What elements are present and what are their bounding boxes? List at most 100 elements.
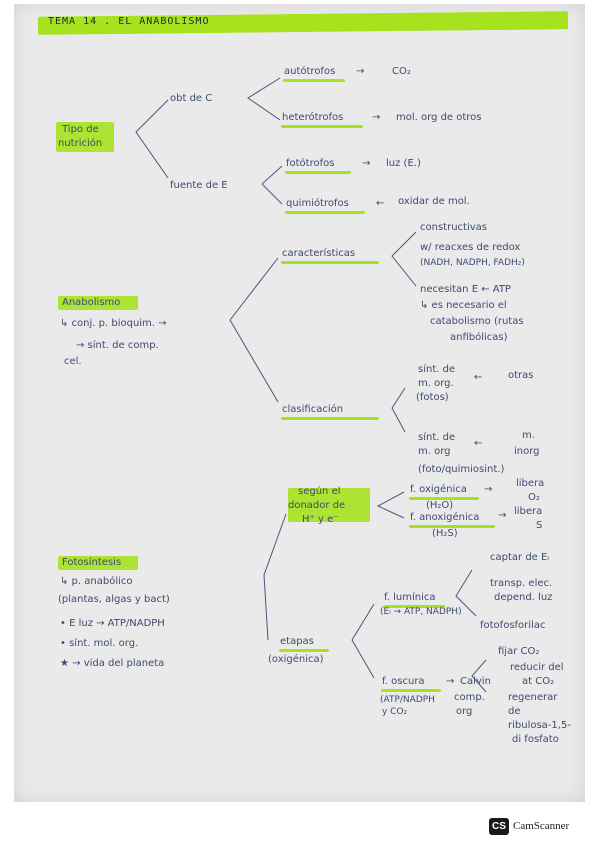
reacciones-1: w/ reacxes de redox [420, 242, 521, 253]
heterotrofos-value: mol. org de otros [396, 112, 482, 123]
fuente-e-label: fuente de E [170, 180, 228, 191]
quimiotrofos-underline [285, 211, 365, 214]
clasificacion-underline [281, 417, 379, 420]
comp-2: org [456, 706, 473, 717]
segun-label-1: según el [298, 486, 341, 497]
anoxigenica-sub: (H₂S) [432, 528, 458, 539]
necesario-1: ↳ es necesario el [420, 300, 507, 311]
oxigenica-sub: (H₂O) [426, 500, 454, 511]
autotrofos-arrow: → [356, 66, 365, 77]
heterotrofos-underline [281, 125, 363, 128]
autotrofos-value: CO₂ [392, 66, 411, 77]
regenerar-3: ribulosa-1,5- [508, 720, 571, 731]
sint1-1: sínt. de [418, 364, 456, 375]
anabolismo-desc-1: ↳ conj. p. bioquim. → [60, 318, 167, 329]
sint2-2: m. org [418, 446, 451, 457]
calvin: Calvin [460, 676, 491, 687]
sint2-value-1: m. [522, 430, 535, 441]
anabolismo-desc-2: → sínt. de comp. [76, 340, 159, 351]
tipo-nutricion-highlight [56, 122, 114, 152]
anoxigenica-value-1: libera [514, 506, 543, 517]
oxigenica-underline [409, 497, 479, 500]
fototrofos-arrow: → [362, 158, 371, 169]
transp-2: depend. luz [494, 592, 553, 603]
oscura-sub-2: y CO₂ [382, 707, 408, 717]
luminica: f. lumínica [384, 592, 436, 603]
caracteristicas-underline [281, 261, 379, 264]
luminica-underline [383, 605, 445, 608]
camscanner-logo-icon: CS [489, 818, 509, 835]
obt-c-label: obt de C [170, 93, 213, 104]
reacciones-2: (NADH, NADPH, FADH₂) [420, 258, 525, 268]
sint2-1: sínt. de [418, 432, 456, 443]
etapas-label-1: etapas [280, 636, 314, 647]
fijar: fijar CO₂ [498, 646, 540, 657]
regenerar-4: di fosfato [512, 734, 559, 745]
anoxigenica: f. anoxigénica [410, 512, 480, 523]
segun-label-2: donador de [288, 500, 346, 511]
fotosintesis-bullet-3: ★ → vida del planeta [60, 658, 165, 669]
sint2-arrow: ← [474, 438, 483, 449]
transp-1: transp. elec. [490, 578, 553, 589]
fotosintesis-bullet-1: • E luz → ATP/NADPH [60, 618, 165, 629]
fotosintesis-line-2: (plantas, algas y bact) [58, 594, 170, 605]
heterotrofos: heterótrofos [282, 112, 344, 123]
anabolismo-title: Anabolismo [62, 297, 121, 308]
fototrofos-value: luz (E.) [386, 158, 421, 169]
segun-label-3: H⁺ y e⁻ [302, 514, 339, 525]
necesitan: necesitan E ← ATP [420, 284, 511, 295]
etapas-underline [279, 649, 329, 652]
tipo-nutricion-label-2: nutrición [58, 138, 103, 149]
oxigenica-value-2: O₂ [528, 492, 540, 503]
captar: captar de Eₗ [490, 552, 549, 563]
reducir-1: reducir del [510, 662, 564, 673]
fototrofos: fotótrofos [286, 158, 335, 169]
sint2-note: (foto/quimiosint.) [418, 464, 505, 475]
autotrofos-underline [283, 79, 345, 82]
necesario-2: catabolismo (rutas [430, 316, 524, 327]
oscura-sub-1: (ATP/NADPH [380, 695, 435, 705]
calvin-arrow: → [446, 676, 455, 687]
quimiotrofos: quimiótrofos [286, 198, 349, 209]
oxigenica: f. oxigénica [410, 484, 467, 495]
fotosintesis-title: Fotosíntesis [62, 557, 122, 568]
fotosintesis-bullet-2: • sínt. mol. org. [60, 638, 139, 649]
clasificacion-label: clasificación [282, 404, 344, 415]
comp-1: comp. [454, 692, 485, 703]
constructivas: constructivas [420, 222, 487, 233]
anabolismo-highlight [58, 296, 138, 310]
heterotrofos-arrow: → [372, 112, 381, 123]
anoxigenica-underline [409, 525, 495, 528]
fotofosforilacion: fotofosforilac [480, 620, 546, 631]
fotosintesis-highlight [58, 556, 138, 570]
segun-highlight [288, 488, 370, 522]
sint1-3: (fotos) [416, 392, 449, 403]
regenerar-1: regenerar [508, 692, 558, 703]
necesario-3: anfibólicas) [450, 332, 508, 343]
anoxigenica-value-2: S [536, 520, 543, 531]
anabolismo-desc-3: cel. [64, 356, 82, 367]
oscura: f. oscura [382, 676, 425, 687]
luminica-sub: (Eₗ → ATP, NADPH) [380, 607, 462, 617]
autotrofos: autótrofos [284, 66, 336, 77]
sint2-value-2: inorg [514, 446, 540, 457]
fototrofos-underline [285, 171, 351, 174]
sint1-2: m. org. [418, 378, 454, 389]
sint1-value: otras [508, 370, 534, 381]
quimiotrofos-arrow: ← [376, 198, 385, 209]
sint1-arrow: ← [474, 372, 483, 383]
oxigenica-arrow: → [484, 484, 493, 495]
camscanner-brand: CamScanner [513, 820, 570, 832]
anoxigenica-arrow: → [498, 510, 507, 521]
quimiotrofos-value: oxidar de mol. [398, 196, 470, 207]
reducir-2: at CO₂ [522, 676, 555, 687]
regenerar-2: de [508, 706, 521, 717]
oxigenica-value-1: libera [516, 478, 545, 489]
tipo-nutricion-label-1: Tipo de [62, 124, 99, 135]
etapas-label-2: (oxigénica) [268, 654, 324, 665]
page-title: TEMA 14 . EL ANABOLISMO [48, 16, 210, 27]
fotosintesis-line-1: ↳ p. anabólico [60, 576, 133, 587]
oscura-underline [381, 689, 441, 692]
caracteristicas-label: características [282, 248, 356, 259]
